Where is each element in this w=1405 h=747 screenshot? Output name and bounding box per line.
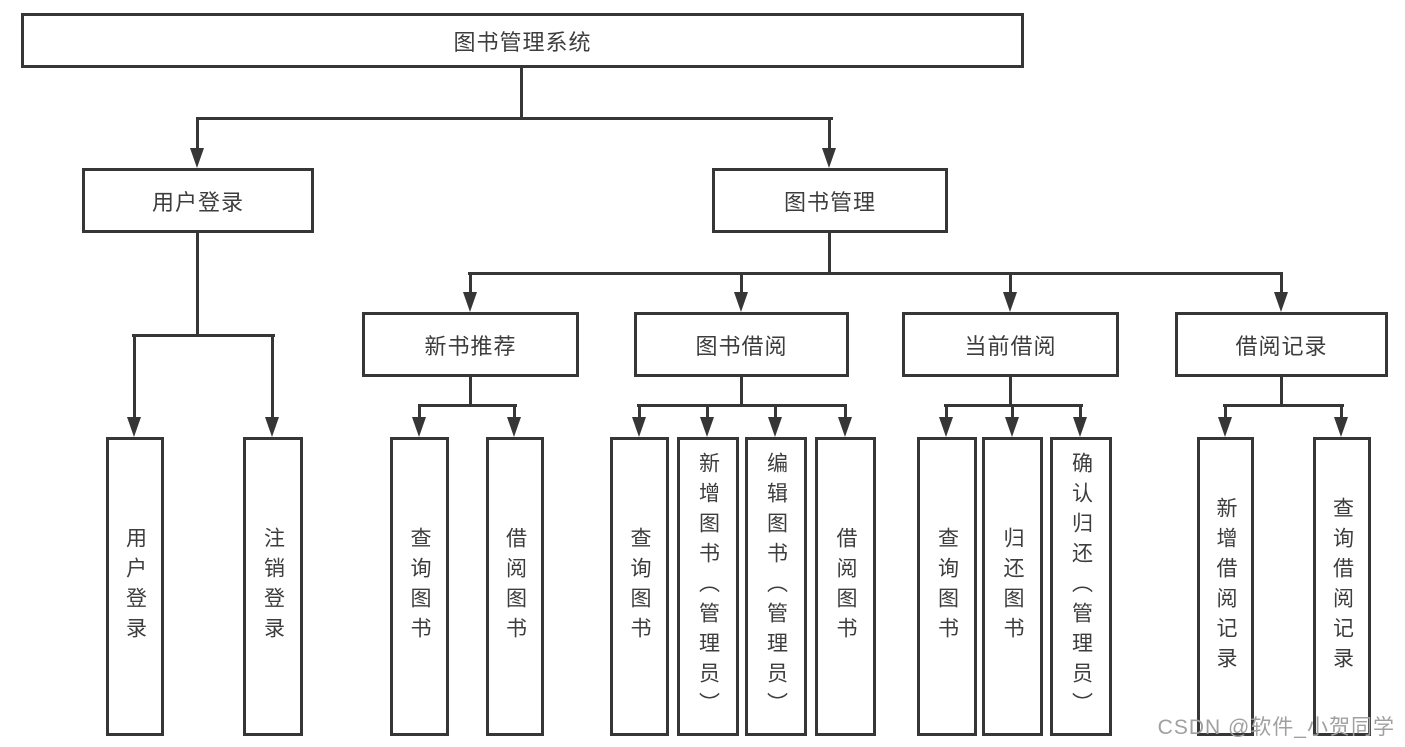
node-label: 新书推荐	[424, 333, 517, 359]
arrow-down-icon	[1218, 417, 1232, 437]
node-label: 当前借阅	[964, 333, 1057, 359]
arrow-down-icon	[768, 417, 782, 437]
leaf-label: 新增借阅记录	[1214, 496, 1237, 677]
leaf-label: 归还图书	[1001, 526, 1024, 647]
arrow-down-icon	[822, 148, 836, 168]
connector-leaf	[513, 404, 516, 421]
arrow-down-icon	[412, 417, 426, 437]
node-label: 图书管理	[783, 189, 876, 215]
arrow-down-icon	[1073, 417, 1087, 437]
connector-root-stem	[520, 66, 523, 119]
leaf-label: 新增图书（管理员）	[696, 451, 720, 722]
arrow-down-icon	[1274, 292, 1288, 312]
connector-to-book-borrow	[740, 272, 743, 296]
node-borrow-records: 借阅记录	[1175, 312, 1388, 377]
connector-borrow-records-stem	[1280, 375, 1283, 407]
connector-book-management-stem	[828, 231, 831, 275]
node-label: 借阅记录	[1235, 333, 1328, 359]
node-library-management-system: 图书管理系统	[21, 13, 1024, 68]
connector-leaf	[1224, 404, 1227, 421]
leaf-label: 注销登录	[261, 526, 285, 647]
node-new-book-recommend: 新书推荐	[362, 312, 579, 377]
connector-user-login-branch	[132, 334, 275, 337]
leaf-label: 确认归还（管理员）	[1069, 451, 1093, 722]
connector-to-borrow-records	[1280, 272, 1283, 296]
arrow-down-icon	[734, 292, 748, 312]
connector-to-leaf-user-login	[133, 334, 136, 421]
connector-new-book-recommend-branch	[418, 404, 517, 407]
leaf-br-add-record: 新增借阅记录	[1197, 437, 1254, 736]
leaf-label: 编辑图书（管理员）	[764, 451, 788, 722]
connector-leaf	[418, 404, 421, 421]
arrow-down-icon	[632, 417, 646, 437]
connector-leaf	[1340, 404, 1343, 421]
leaf-nb-borrow-books: 借阅图书	[486, 437, 544, 736]
connector-borrow-records-branch	[1223, 404, 1344, 407]
leaf-cb-confirm-return-admin: 确认归还（管理员）	[1050, 437, 1112, 736]
leaf-cb-query-books: 查询图书	[917, 437, 977, 736]
connector-root-branch	[196, 117, 833, 120]
arrow-down-icon	[838, 417, 852, 437]
arrow-down-icon	[1334, 417, 1348, 437]
connector-leaf	[774, 404, 777, 421]
node-label: 图书管理系统	[453, 29, 592, 55]
leaf-br-query-record: 查询借阅记录	[1313, 437, 1371, 736]
connector-book-borrow-branch	[637, 404, 847, 407]
connector-leaf	[638, 404, 641, 421]
connector-book-borrow-stem	[740, 375, 743, 407]
leaf-label: 查询图书	[628, 526, 651, 647]
arrow-down-icon	[700, 417, 714, 437]
connector-book-management-branch	[468, 272, 1283, 275]
connector-leaf	[945, 404, 948, 421]
leaf-label: 借阅图书	[503, 526, 527, 647]
leaf-label: 查询图书	[935, 526, 959, 647]
leaf-bb-borrow-books: 借阅图书	[815, 437, 876, 736]
csdn-watermark: CSDN @软件_小贺同学	[1157, 716, 1395, 739]
connector-leaf	[706, 404, 709, 421]
arrow-down-icon	[939, 417, 953, 437]
leaf-logout: 注销登录	[243, 437, 303, 736]
arrow-down-icon	[507, 417, 521, 437]
arrow-down-icon	[1005, 417, 1019, 437]
connector-new-book-recommend-stem	[469, 375, 472, 407]
leaf-nb-query-books: 查询图书	[390, 437, 449, 736]
connector-leaf	[1011, 404, 1014, 421]
arrow-down-icon	[127, 417, 141, 437]
leaf-bb-query-books: 查询图书	[610, 437, 669, 736]
leaf-bb-edit-books-admin: 编辑图书（管理员）	[745, 437, 807, 736]
connector-user-login-stem	[196, 231, 199, 337]
leaf-label: 借阅图书	[834, 526, 857, 647]
leaf-label: 查询图书	[408, 526, 431, 647]
node-label: 图书借阅	[695, 333, 788, 359]
connector-to-book-management	[828, 117, 831, 152]
connector-to-current-borrow	[1009, 272, 1012, 296]
leaf-cb-return-books: 归还图书	[982, 437, 1043, 736]
connector-leaf	[1079, 404, 1082, 421]
node-user-login: 用户登录	[82, 168, 314, 233]
leaf-label: 查询借阅记录	[1330, 496, 1354, 677]
node-current-borrow: 当前借阅	[902, 312, 1119, 377]
leaf-bb-add-books-admin: 新增图书（管理员）	[677, 437, 739, 736]
arrow-down-icon	[463, 292, 477, 312]
arrow-down-icon	[265, 417, 279, 437]
connector-current-borrow-stem	[1009, 375, 1012, 407]
node-label: 用户登录	[151, 189, 244, 215]
connector-to-leaf-logout	[271, 334, 274, 421]
arrow-down-icon	[190, 148, 204, 168]
arrow-down-icon	[1003, 292, 1017, 312]
leaf-user-login: 用户登录	[106, 437, 164, 736]
connector-leaf	[844, 404, 847, 421]
leaf-label: 用户登录	[123, 526, 147, 647]
node-book-borrow: 图书借阅	[634, 312, 849, 377]
node-book-management: 图书管理	[712, 168, 948, 233]
connector-to-new-book-recommend	[469, 272, 472, 296]
connector-to-user-login	[196, 117, 199, 152]
